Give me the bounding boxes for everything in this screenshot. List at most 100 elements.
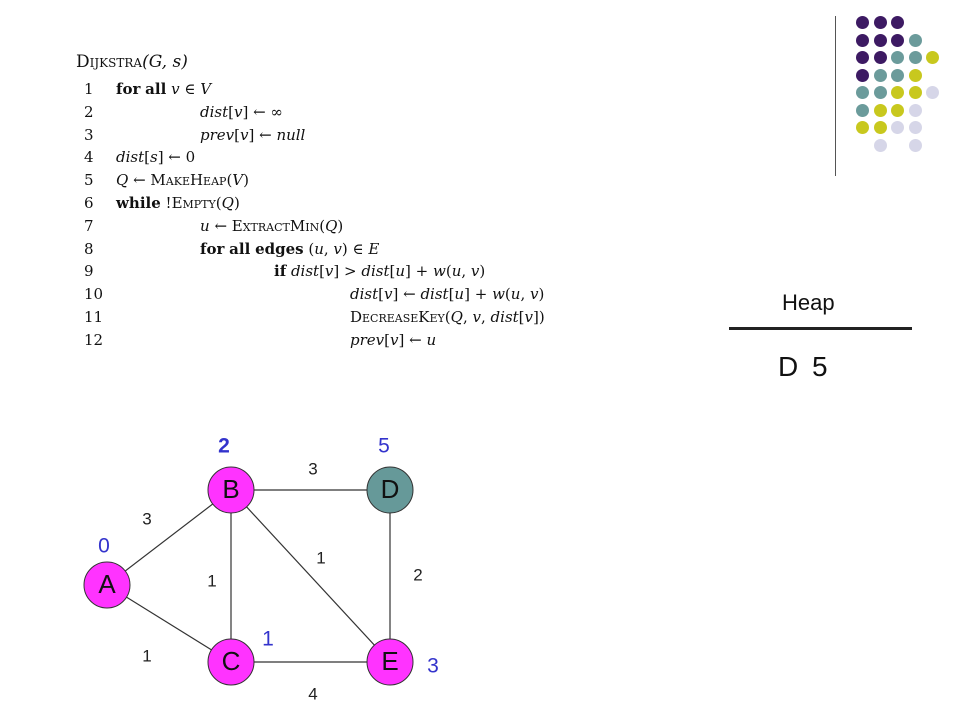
decorative-dot (908, 138, 922, 152)
heap-divider (729, 327, 912, 330)
node-b (207, 466, 255, 514)
decorative-dot (891, 121, 904, 134)
decorative-dot (856, 33, 869, 47)
decorative-dot-grid (830, 10, 960, 180)
edge-a-c (106, 584, 232, 663)
node-distance-label: 3 (427, 655, 439, 678)
edge-weight-label: 1 (207, 571, 216, 590)
pseudocode-title-name: Dijkstra (76, 52, 143, 72)
decorative-divider (835, 16, 836, 176)
heap-title: Heap (782, 290, 835, 315)
pseudocode-line: 11 DecreaseKey(Q, v, dist[v]) (76, 306, 636, 329)
decorative-dot (856, 103, 869, 117)
decorative-dot (926, 86, 939, 99)
line-number: 11 (84, 307, 104, 326)
decorative-dot (873, 51, 887, 64)
line-code: for all edges (u, v) ∈ E (200, 239, 380, 258)
decorative-dot (873, 138, 887, 152)
decorative-dot (908, 86, 922, 99)
pseudocode-block: Dijkstra(G, s) 1 for all v ∈ V 2 dist[v] ← … (76, 52, 636, 352)
decorative-dot (891, 86, 904, 99)
edge-weight-label: 3 (142, 509, 151, 528)
line-code: u ← ExtractMin(Q) (200, 216, 344, 235)
edge-weight-label: 3 (308, 459, 317, 478)
decorative-dot (873, 121, 887, 134)
node-label: D (381, 474, 400, 504)
graph-nodes: A B C D E (83, 466, 414, 686)
node-label: A (98, 569, 116, 599)
node-label: C (222, 646, 241, 676)
node-a (83, 561, 131, 609)
node-label: E (381, 646, 398, 676)
decorative-dot (856, 86, 869, 99)
edge-weight-label: 1 (316, 548, 325, 567)
decorative-dot (873, 16, 887, 29)
node-distance-label: 1 (262, 628, 274, 651)
decorative-dot (908, 33, 922, 47)
line-code: prev[v] ← null (200, 125, 306, 144)
decorative-dot (856, 51, 869, 64)
edge-a-b (106, 489, 232, 586)
decorative-dot (873, 33, 887, 47)
decorative-dot (873, 103, 887, 117)
pseudocode-line: 9 if dist[v] > dist[u] + w(u, v) (76, 260, 636, 283)
decorative-dot (891, 16, 904, 29)
pseudocode-line: 7 u ← ExtractMin(Q) (76, 215, 636, 238)
node-c (207, 638, 255, 686)
line-code: if dist[v] > dist[u] + w(u, v) (274, 262, 486, 281)
node-distance-label: 0 (98, 535, 110, 558)
pseudocode-title-args: (G, s) (142, 52, 188, 72)
decorative-dot (908, 121, 922, 134)
pseudocode-line: 3 prev[v] ← null (76, 124, 636, 147)
line-code: dist[v] ← dist[u] + w(u, v) (350, 285, 545, 304)
pseudocode-lines: 1 for all v ∈ V 2 dist[v] ← ∞ 3 prev[v] ← nul… (76, 78, 636, 352)
pseudocode-line: 8 for all edges (u, v) ∈ E (76, 238, 636, 261)
heap-item: D 5 (778, 351, 828, 383)
decorative-dot (908, 51, 922, 64)
line-code: DecreaseKey(Q, v, dist[v]) (350, 307, 545, 326)
line-code: for all v ∈ V (116, 80, 212, 98)
line-number: 7 (84, 216, 94, 235)
node-distance-label: 5 (378, 435, 390, 458)
line-number: 6 (84, 193, 94, 212)
pseudocode-line: 6 while !Empty(Q) (76, 192, 636, 215)
decorative-dot (891, 33, 904, 47)
node-label: B (222, 474, 239, 504)
heap-item-node: D (778, 351, 799, 382)
line-code: while !Empty(Q) (116, 193, 240, 212)
edge-b-e (230, 489, 391, 663)
node-d (366, 466, 414, 514)
line-number: 1 (84, 80, 94, 98)
line-code: Q ← MakeHeap(V) (116, 171, 249, 190)
edge-weight-label: 1 (142, 646, 151, 665)
decorative-dot (891, 51, 904, 64)
pseudocode-line: 4 dist[s] ← 0 (76, 146, 636, 169)
line-number: 2 (84, 102, 94, 121)
edge-weight-label: 4 (308, 684, 317, 703)
line-number: 12 (84, 330, 104, 349)
graph-edge-weights: 3 1 1 3 1 4 2 (142, 459, 422, 703)
graph-distance-labels: 0 2 1 5 3 (98, 435, 439, 678)
line-number: 9 (84, 262, 94, 281)
decorative-dot (908, 68, 922, 82)
decorative-dot (856, 68, 869, 82)
edge-weight-label: 2 (413, 565, 422, 584)
decorative-dot (873, 86, 887, 99)
line-code: dist[v] ← ∞ (200, 102, 283, 121)
decorative-dot (891, 103, 904, 117)
line-number: 8 (84, 239, 94, 258)
pseudocode-line: 10 dist[v] ← dist[u] + w(u, v) (76, 283, 636, 306)
line-number: 10 (84, 285, 104, 304)
graph-edges (106, 489, 391, 663)
pseudocode-line: 1 for all v ∈ V (76, 78, 636, 101)
decorative-dot (873, 68, 887, 82)
node-e (366, 638, 414, 686)
line-number: 4 (84, 148, 94, 167)
line-code: dist[s] ← 0 (116, 148, 196, 167)
heap-item-key: 5 (812, 351, 828, 382)
line-number: 3 (84, 125, 94, 144)
decorative-dot (856, 121, 869, 134)
